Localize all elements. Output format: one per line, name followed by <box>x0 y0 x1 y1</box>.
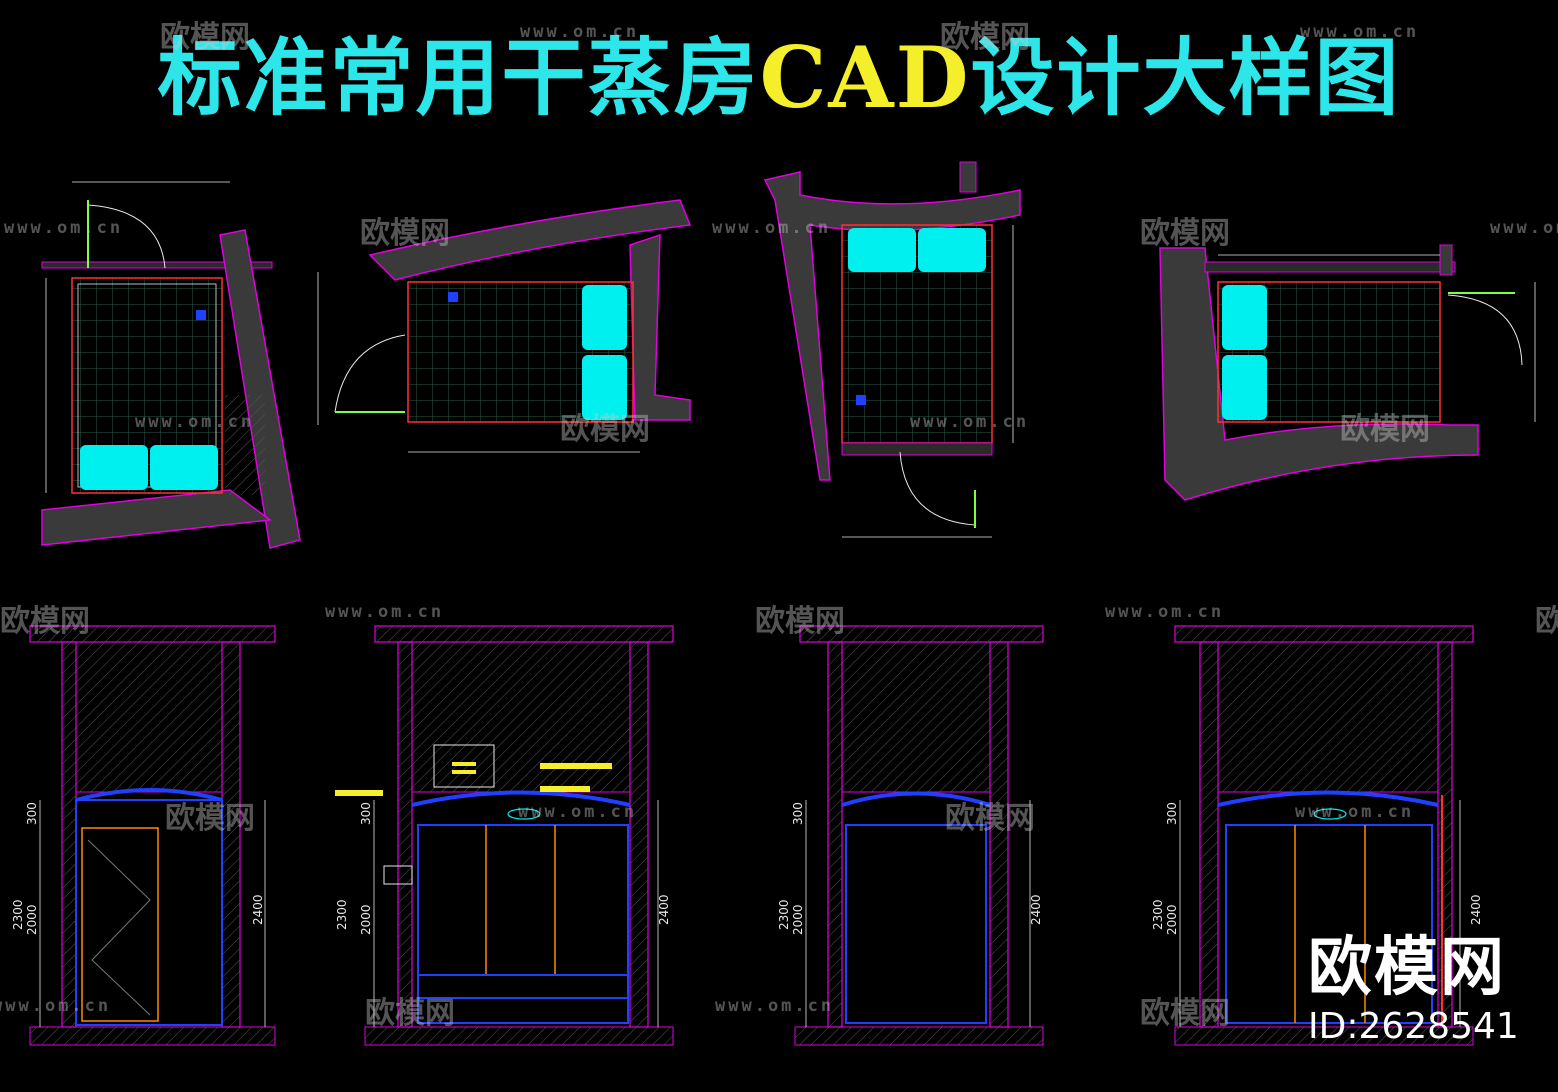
dim-top-band-1: 300 <box>25 802 39 825</box>
watermark-logo: 欧模网 <box>940 20 1030 55</box>
title-part-3: 设计大样图 <box>970 28 1401 127</box>
watermark-logo: 欧模网 <box>365 996 455 1031</box>
title-part-2: CAD <box>759 28 971 127</box>
watermark-site: www.om.cn <box>715 996 835 1016</box>
dim-height-a-2: 2300 <box>335 899 349 930</box>
watermark-site: www.om.cn <box>135 412 255 432</box>
dim-height-b-3: 2000 <box>791 904 805 935</box>
watermark-logo: 欧模网 <box>755 604 845 639</box>
elevation-4 <box>1174 625 1474 1046</box>
watermark-logo: 欧模网 <box>1140 996 1230 1031</box>
dim-top-band-3: 300 <box>791 802 805 825</box>
floor-plan-3 <box>763 161 1021 538</box>
watermark-logo: 欧模网 <box>560 412 650 447</box>
dim-height-b-1: 2000 <box>25 904 39 935</box>
brand-id: ID:2628541 <box>1308 1006 1519 1047</box>
watermark-site: www.om.cn <box>325 602 445 622</box>
watermark-site: www.om.cn <box>4 218 124 238</box>
elevation-3 <box>794 625 1044 1046</box>
watermark-site: www.om.cn <box>0 996 112 1016</box>
dim-top-band-4: 300 <box>1165 802 1179 825</box>
watermark-logo: 欧模网 <box>0 604 90 639</box>
floor-plan-1 <box>41 181 301 549</box>
watermark-logo: 欧模网 <box>1535 604 1558 639</box>
watermark-logo: 欧模网 <box>160 20 250 55</box>
dim-total-3: 2400 <box>1029 894 1043 925</box>
watermark-logo: 欧模网 <box>360 216 450 251</box>
dim-height-b-2: 2000 <box>359 904 373 935</box>
dim-height-a-3: 2300 <box>777 899 791 930</box>
watermark-logo: 欧模网 <box>945 801 1035 836</box>
watermark-site: www.om.cn <box>1490 218 1558 238</box>
watermark-site: www.om.cn <box>1300 22 1420 42</box>
watermark-site: www.om.cn <box>1295 802 1415 822</box>
dim-total-4: 2400 <box>1469 894 1483 925</box>
watermark-site: www.om.cn <box>1105 602 1225 622</box>
floor-plan-4 <box>1159 244 1536 501</box>
dim-height-b-4: 2000 <box>1165 904 1179 935</box>
watermark-logo: 欧模网 <box>1340 412 1430 447</box>
watermark-site: www.om.cn <box>518 802 638 822</box>
watermark-logo: 欧模网 <box>1140 216 1230 251</box>
watermark-site: www.om.cn <box>712 218 832 238</box>
dim-height-a-4: 2300 <box>1151 899 1165 930</box>
dim-total-2: 2400 <box>657 894 671 925</box>
dim-height-a-1: 2300 <box>11 899 25 930</box>
floor-plan-2 <box>317 199 692 453</box>
elevation-2 <box>335 625 674 1046</box>
watermark-logo: 欧模网 <box>165 801 255 836</box>
brand-name: 欧模网 <box>1308 931 1506 1005</box>
watermark-site: www.om.cn <box>520 22 640 42</box>
brand-block: 欧模网 ID:2628541 <box>1308 930 1519 1048</box>
elevation-1 <box>29 625 276 1046</box>
dim-total-1: 2400 <box>251 894 265 925</box>
drawing-title: 标准常用干蒸房CAD设计大样图 <box>0 28 1558 128</box>
title-part-1: 标准常用干蒸房 <box>157 28 760 127</box>
dim-top-band-2: 300 <box>359 802 373 825</box>
watermark-site: www.om.cn <box>910 412 1030 432</box>
